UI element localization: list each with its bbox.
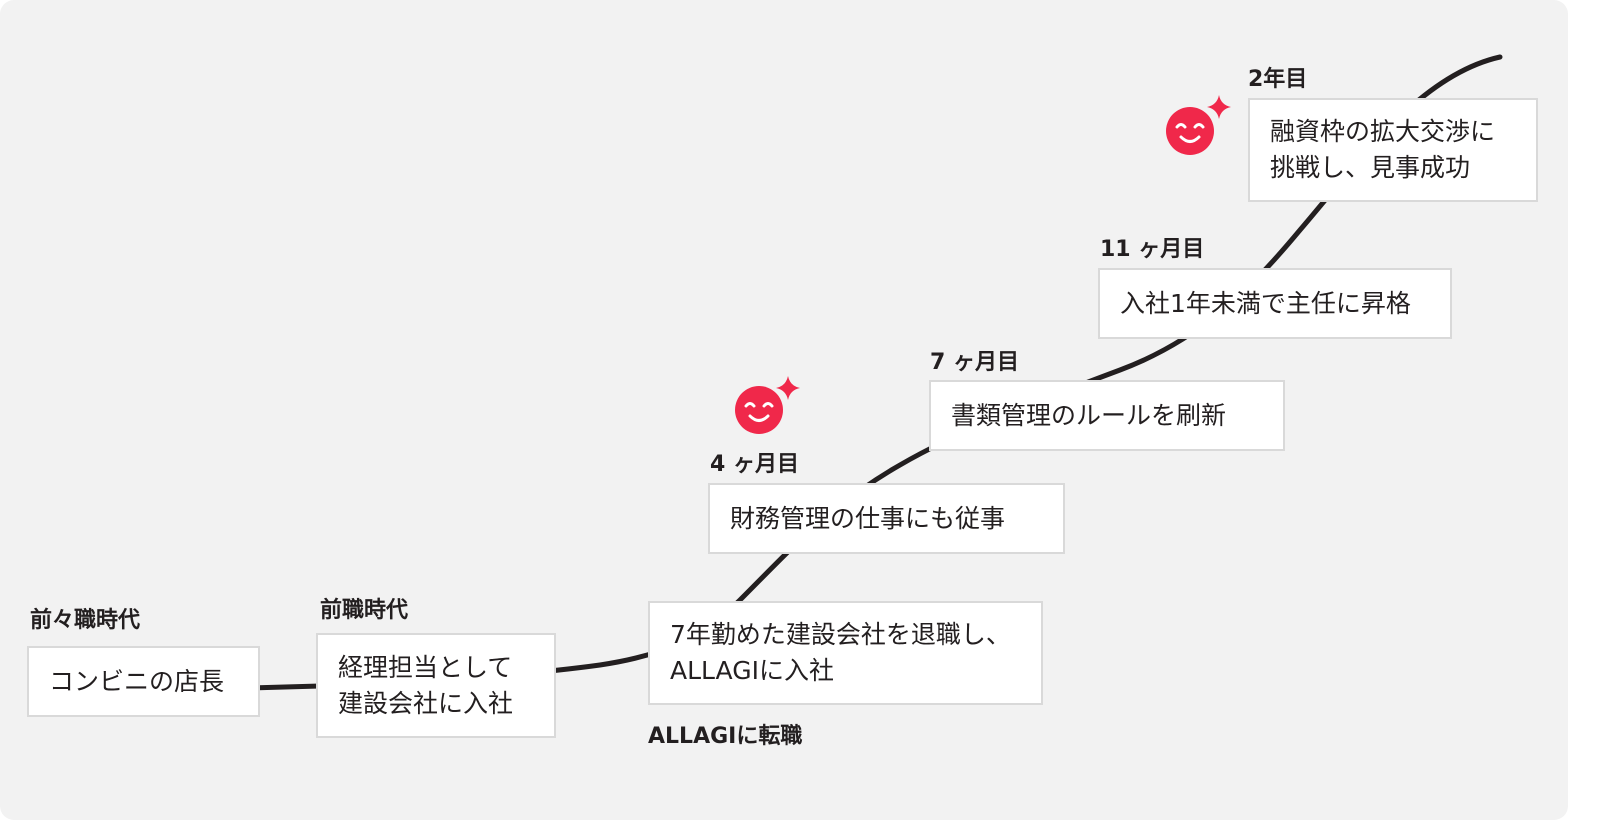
step-box-join-allagi: 7年勤めた建設会社を退職し、 ALLAGIに入社 bbox=[648, 601, 1043, 705]
step-label-join-allagi: ALLAGIに転職 bbox=[648, 724, 803, 749]
step-box-documents: 書類管理のルールを刷新 bbox=[929, 380, 1285, 451]
step-box-promotion: 入社1年未満で主任に昇格 bbox=[1098, 268, 1452, 339]
smiley-sparkle-icon bbox=[735, 376, 800, 434]
step-label-11-months: 11 ヶ月目 bbox=[1100, 237, 1205, 262]
step-label-2-years: 2年目 bbox=[1248, 67, 1308, 92]
step-box-convenience-store: コンビニの店長 bbox=[27, 646, 260, 717]
step-box-accounting: 経理担当として 建設会社に入社 bbox=[316, 633, 556, 738]
step-box-loan-negotiation: 融資枠の拡大交渉に 挑戦し、見事成功 bbox=[1248, 98, 1538, 202]
smiley-sparkle-icon bbox=[1166, 95, 1231, 155]
step-box-finance: 財務管理の仕事にも従事 bbox=[708, 483, 1065, 554]
step-label-previous-job: 前職時代 bbox=[320, 598, 409, 623]
step-label-4-months: 4 ヶ月目 bbox=[710, 452, 799, 477]
step-label-previous-previous-job: 前々職時代 bbox=[30, 608, 141, 633]
step-label-7-months: 7 ヶ月目 bbox=[930, 350, 1019, 375]
